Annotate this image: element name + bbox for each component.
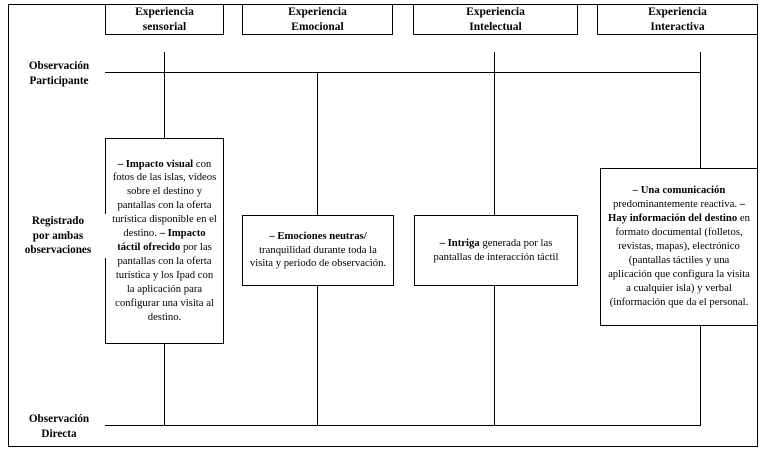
row-line-observacion-directa xyxy=(105,425,701,426)
row-label-observacion-directa: Observación Directa xyxy=(14,412,104,442)
row-label-registrado-line2: por ambas xyxy=(32,229,84,242)
column-header-sensorial: Experiencia sensorial xyxy=(105,4,224,35)
row-label-observacion-participante-line2: Participante xyxy=(29,74,89,87)
cell-emocional: – Emociones neutras/ tranquilidad durant… xyxy=(242,215,394,286)
cell-interactiva-text: – Una comunicación predominantemente rea… xyxy=(608,184,750,308)
cell-emocional-text: – Emociones neutras/ tranquilidad durant… xyxy=(249,229,387,270)
column-header-sensorial-line2: sensorial xyxy=(142,20,187,33)
connector-vline-intelectual-lower xyxy=(494,285,495,425)
column-header-emocional: Experiencia Emocional xyxy=(242,4,393,35)
connector-vline-emocional-lower xyxy=(317,285,318,425)
column-header-interactiva-line2: Interactiva xyxy=(650,20,705,33)
column-header-interactiva: Experiencia Interactiva xyxy=(597,4,758,35)
cell-interactiva: – Una comunicación predominantemente rea… xyxy=(600,168,758,326)
cell-sensorial: – Impacto visual con fotos de las islas,… xyxy=(105,138,224,344)
connector-vline-sensorial-lower xyxy=(164,343,165,425)
column-header-interactiva-line1: Experiencia xyxy=(648,5,707,18)
connector-vline-interactiva-lower xyxy=(700,325,701,425)
row-label-registrado-line1: Registrado xyxy=(31,215,85,227)
row-label-observacion-directa-line1: Observación xyxy=(28,413,90,425)
column-header-sensorial-text: Experiencia sensorial xyxy=(135,5,194,34)
column-header-emocional-line1: Experiencia xyxy=(288,5,347,18)
row-label-observacion-participante: Observación Participante xyxy=(14,59,104,89)
column-header-intelectual-text: Experiencia Intelectual xyxy=(466,5,525,34)
row-label-registrado-line3: observaciones xyxy=(24,244,92,257)
row-label-observacion-participante-line1: Observación xyxy=(28,60,90,72)
column-header-emocional-line2: Emocional xyxy=(291,20,344,33)
column-header-intelectual-line2: Intelectual xyxy=(469,20,522,33)
cell-sensorial-text: – Impacto visual con fotos de las islas,… xyxy=(112,157,217,323)
column-header-interactiva-text: Experiencia Interactiva xyxy=(648,5,707,34)
row-line-observacion-participante xyxy=(105,72,701,73)
connector-vline-intelectual xyxy=(494,52,495,215)
column-header-intelectual-line1: Experiencia xyxy=(466,5,525,18)
row-label-observacion-directa-line2: Directa xyxy=(41,427,77,440)
connector-vline-emocional xyxy=(317,72,318,215)
column-header-intelectual: Experiencia Intelectual xyxy=(413,4,578,35)
column-header-sensorial-line1: Experiencia xyxy=(135,5,194,18)
connector-vline-interactiva xyxy=(700,52,701,168)
column-header-emocional-text: Experiencia Emocional xyxy=(288,5,347,34)
connector-vline-sensorial xyxy=(164,52,165,138)
row-label-registrado-por-ambas: Registrado por ambas observaciones xyxy=(10,214,106,258)
cell-intelectual: – Intriga generada por las pantallas de … xyxy=(414,215,578,286)
cell-intelectual-text: – Intriga generada por las pantallas de … xyxy=(433,236,559,263)
